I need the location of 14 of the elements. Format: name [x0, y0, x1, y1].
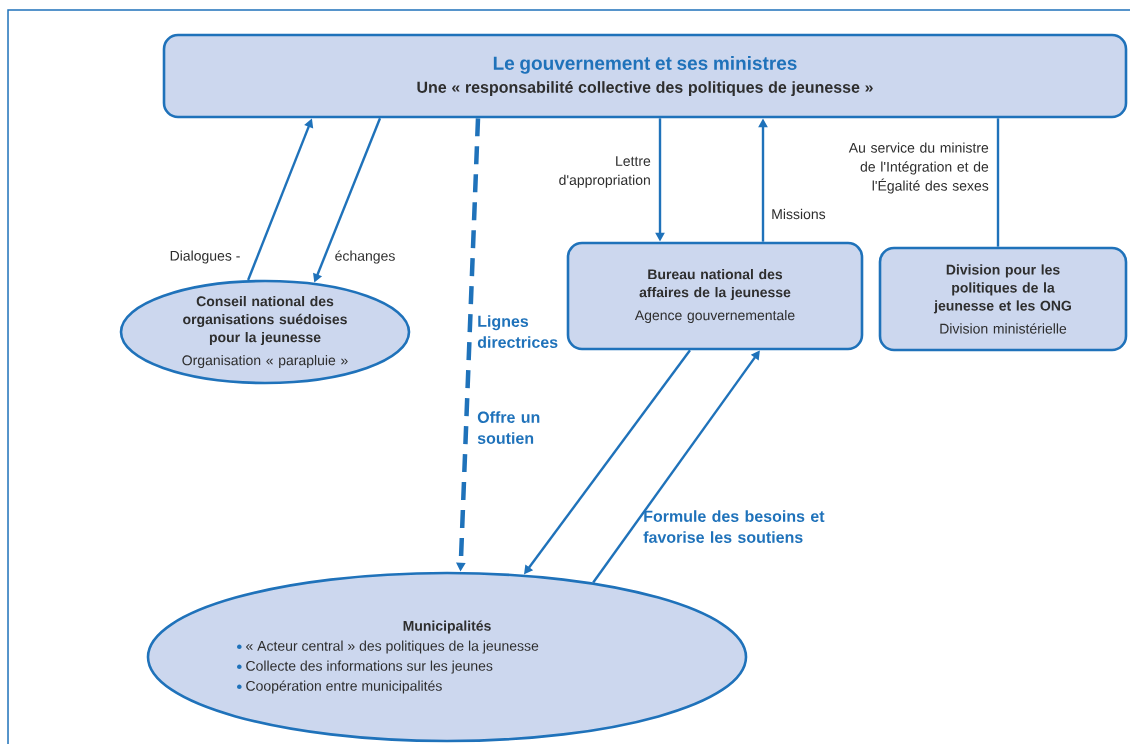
edge-label: Formule des besoins et favorise les soutiens: [643, 510, 825, 543]
connector-line: [996, 118, 1000, 247]
line-label: Offre un soutien: [477, 411, 540, 444]
ellipse-node: Conseil national des organisations suédoises pour la jeunesse Organisation « parapluie »: [119, 279, 411, 385]
edge-label: Dialogues -: [170, 250, 240, 264]
rounded-box: Le gouvernement et ses ministres Une « responsabilité collective des politiques de jeunesse »: [162, 33, 1128, 119]
edge-label: Lignes directrices: [477, 315, 558, 348]
rounded-box: Bureau national des affaires de la jeunesse Agence gouvernementale: [566, 241, 864, 351]
edge-label: Au service du ministre de l'Intégration et de l'Égalité des sexes: [848, 142, 989, 194]
edge-label: échanges: [335, 250, 395, 264]
rounded-box: Division pour les politiques de la jeunesse et les ONG Division ministérielle: [878, 246, 1128, 352]
ellipse-node: Municipalités « Acteur central » des politiques de la jeunesse Collecte des informations sur les jeunes Coopération entre municipalités: [146, 571, 748, 743]
edge-label: Missions: [772, 208, 826, 220]
edge-label: Lettre d'appropriation: [559, 156, 651, 188]
